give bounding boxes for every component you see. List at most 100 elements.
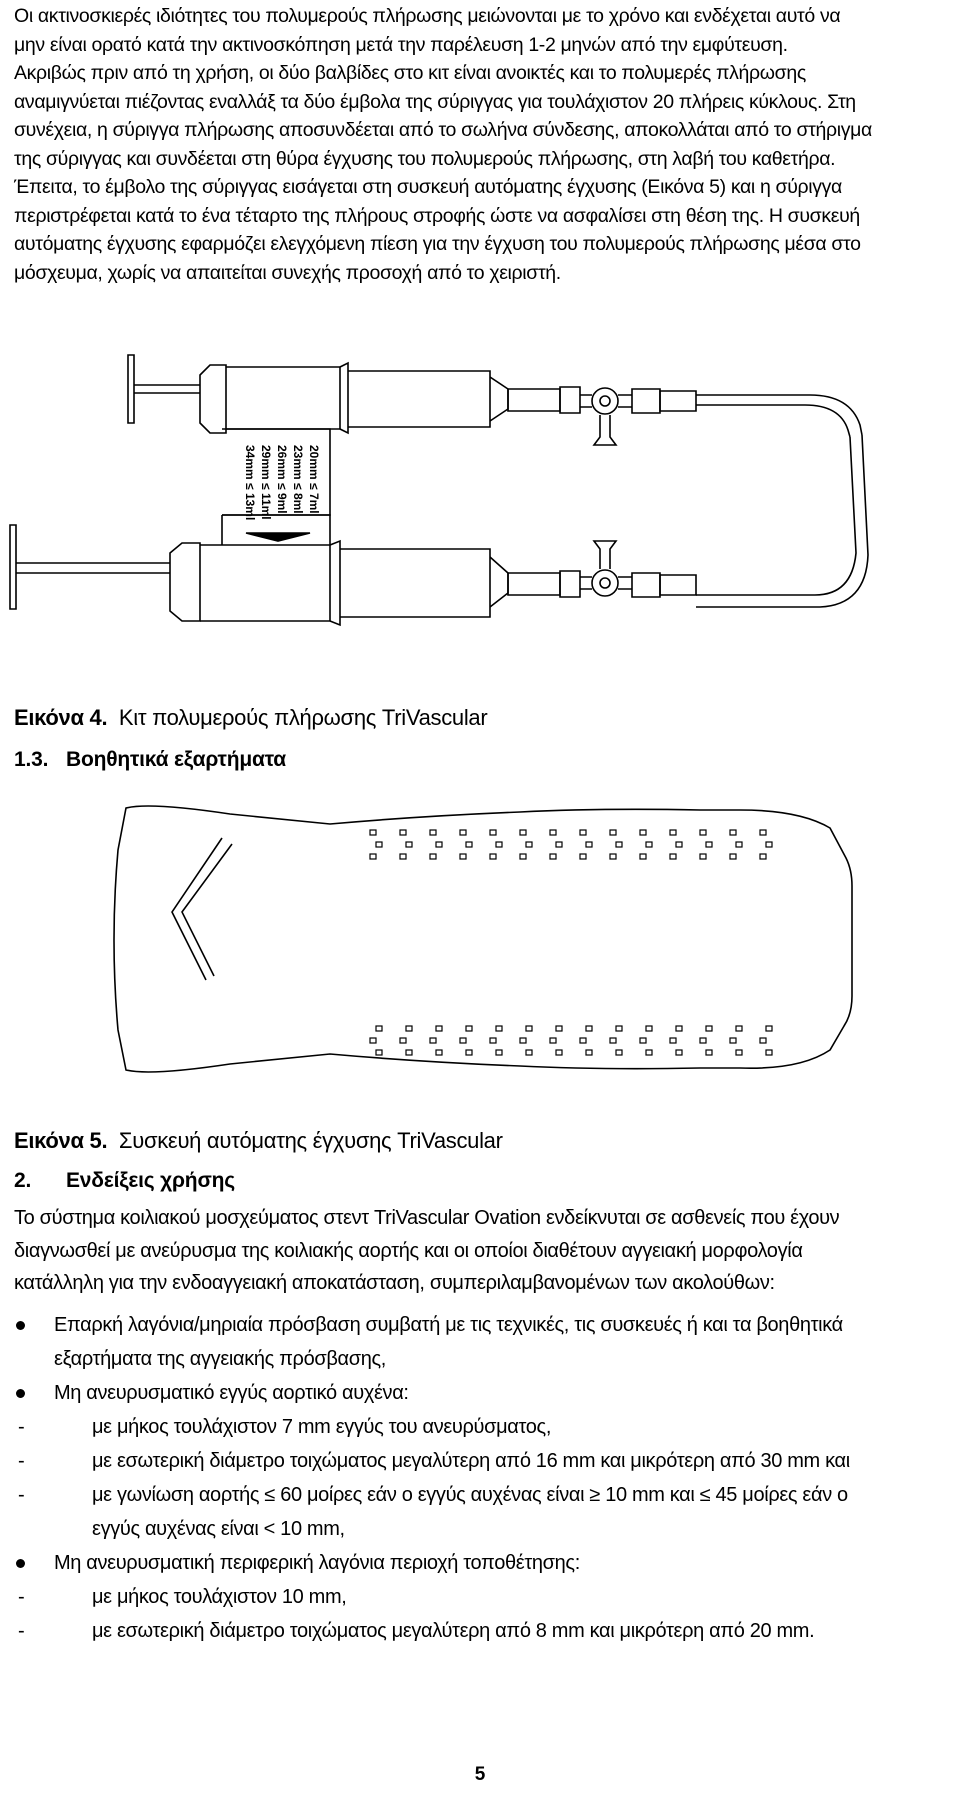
grip-dot	[615, 1049, 623, 1056]
list-item-continuation: εγγύς αυχένας είναι < 10 mm,	[92, 1518, 345, 1540]
section-2-heading: 2. Ενδείξεις χρήσης	[14, 1169, 235, 1193]
text-line: συνέχεια, η σύριγγα πλήρωσης αποσυνδέετα…	[14, 119, 872, 141]
grip-dot	[729, 853, 737, 860]
grip-dot	[495, 1049, 503, 1056]
grip-dot	[459, 1037, 467, 1044]
grip-dot	[675, 841, 683, 848]
grip-dot	[639, 829, 647, 836]
text-line: Ακριβώς πριν από τη χρήση, οι δύο βαλβίδ…	[14, 62, 806, 84]
fill-volume-row-23: 23mm ≤ 8ml	[291, 445, 305, 514]
text-line: περιστρέφεται κατά το ένα τέταρτο της πλ…	[14, 204, 860, 227]
list-item: Μη ανευρυσματική περιφερική λαγόνια περι…	[14, 1546, 954, 1580]
figure4-caption-label: Εικόνα 4.	[14, 705, 108, 730]
grip-dot	[405, 1049, 413, 1056]
grip-dot	[759, 853, 767, 860]
grip-dot	[735, 1025, 743, 1032]
grip-dot	[645, 1049, 653, 1056]
grip-dot	[429, 829, 437, 836]
figure4-caption-text: Κιτ πολυμερούς πλήρωσης TriVascular	[118, 705, 488, 730]
grip-dot	[669, 853, 677, 860]
section-number: 2.	[14, 1169, 32, 1192]
grip-dot	[429, 1037, 437, 1044]
fill-volume-row-29: 29mm ≤ 11ml	[259, 445, 273, 520]
section-title: Ενδείξεις χρήσης	[66, 1169, 235, 1192]
indications-list: Επαρκή λαγόνια/μηριαία πρόσβαση συμβατή …	[14, 1308, 954, 1648]
page-number: 5	[474, 1764, 486, 1785]
grip-dot	[549, 1037, 557, 1044]
text-line: μόσχευμα, χωρίς να απαιτείται συνεχής πρ…	[14, 261, 561, 284]
grip-dot	[375, 841, 383, 848]
grip-dot	[555, 1049, 563, 1056]
grip-dot	[465, 841, 473, 848]
grip-dot	[405, 841, 413, 848]
grip-dot	[435, 841, 443, 848]
grip-dot	[609, 829, 617, 836]
grip-dot	[459, 853, 467, 860]
grip-dot	[369, 1037, 377, 1044]
grip-dot	[519, 829, 527, 836]
text-line: κατάλληλη για την ενδοαγγειακή αποκατάστ…	[14, 1272, 775, 1294]
grip-dot	[549, 853, 557, 860]
grip-dot	[765, 841, 773, 848]
grip-dot	[435, 1025, 443, 1032]
indications-paragraph: Το σύστημα κοιλιακού μοσχεύματος στεντ T…	[14, 1202, 954, 1300]
grip-dot	[465, 1025, 473, 1032]
grip-dot	[669, 829, 677, 836]
text-line: Έπειτα, το έμβολο της σύριγγας εισάγεται…	[14, 176, 842, 198]
list-subitem: -με γωνίωση αορτής ≤ 60 μοίρες εάν ο εγγ…	[18, 1484, 848, 1506]
list-subitem: -με μήκος τουλάχιστον 7 mm εγγύς του ανε…	[18, 1416, 552, 1438]
list-subitem: -με εσωτερική διάμετρο τοιχώματος μεγαλύ…	[18, 1620, 815, 1642]
grip-dot	[759, 829, 767, 836]
grip-dot	[585, 841, 593, 848]
grip-dot	[609, 1037, 617, 1044]
grip-dot	[729, 829, 737, 836]
grip-dot	[735, 1049, 743, 1056]
fill-volume-row-20: 20mm ≤ 7ml	[307, 445, 321, 514]
grip-dot	[705, 1025, 713, 1032]
grip-dot	[705, 1049, 713, 1056]
grip-dot	[399, 829, 407, 836]
grip-dot	[675, 1049, 683, 1056]
grip-dot	[579, 829, 587, 836]
grip-dot	[699, 1037, 707, 1044]
grip-dot	[525, 841, 533, 848]
grip-dot	[759, 1037, 767, 1044]
grip-dot	[399, 853, 407, 860]
grip-dot	[525, 1049, 533, 1056]
intro-paragraph: Οι ακτινοσκιερές ιδιότητες του πολυμερού…	[14, 2, 954, 287]
grip-dot	[399, 1037, 407, 1044]
grip-dot	[519, 853, 527, 860]
text-line: Το σύστημα κοιλιακού μοσχεύματος στεντ T…	[14, 1207, 840, 1229]
grip-dot	[585, 1025, 593, 1032]
grip-dot	[375, 1049, 383, 1056]
fill-volume-row-34: 34mm ≤ 13ml	[243, 445, 257, 520]
grip-dot	[579, 853, 587, 860]
grip-dot	[405, 1025, 413, 1032]
grip-dot	[465, 1049, 473, 1056]
grip-dot	[435, 1049, 443, 1056]
grip-dot	[555, 1025, 563, 1032]
grip-dot	[495, 841, 503, 848]
figure5-caption: Εικόνα 5. Συσκευή αυτόματης έγχυσης TriV…	[14, 1127, 503, 1155]
section-number: 1.3.	[14, 748, 49, 771]
grip-dot	[495, 1025, 503, 1032]
grip-dot	[579, 1037, 587, 1044]
grip-dot	[699, 853, 707, 860]
list-subitem: -με μήκος τουλάχιστον 10 mm,	[18, 1586, 347, 1608]
grip-dot	[639, 1037, 647, 1044]
grip-dot	[765, 1049, 773, 1056]
grip-dot	[549, 829, 557, 836]
grip-dot	[705, 841, 713, 848]
section-1-3-heading: 1.3.Βοηθητικά εξαρτήματα	[14, 748, 286, 772]
grip-dot	[489, 829, 497, 836]
list-item: Μη ανευρυσματικό εγγύς αορτικό αυχένα:	[14, 1376, 954, 1410]
grip-dot	[459, 829, 467, 836]
list-item: Επαρκή λαγόνια/μηριαία πρόσβαση συμβατή …	[14, 1308, 954, 1342]
grip-dot	[615, 1025, 623, 1032]
text-line: της σύριγγας και συνδέεται στη θύρα έγχυ…	[14, 147, 836, 170]
grip-dot	[375, 1025, 383, 1032]
grip-dot	[369, 829, 377, 836]
grip-dot	[735, 841, 743, 848]
fill-volume-row-26: 26mm ≤ 9ml	[275, 445, 289, 514]
